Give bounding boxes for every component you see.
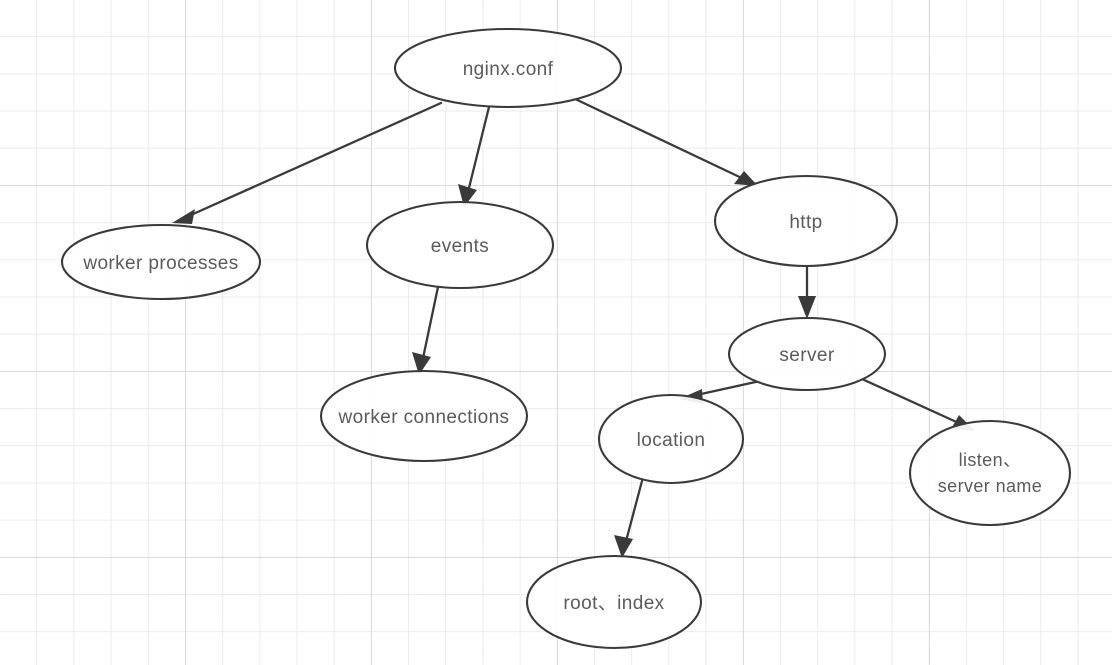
node-label: http [789,212,822,233]
edge-line [465,105,491,198]
edge-line [623,479,644,547]
arrow-head-icon [614,535,633,558]
node-shape [319,369,529,463]
arrow-head-icon [734,171,758,186]
node-nginx-conf[interactable]: nginx.conf [393,27,623,109]
node-label: location [637,430,706,451]
node-listen-server-name[interactable]: listen、 server name [908,419,1072,527]
node-label: server [779,345,834,366]
node-shape [597,393,745,485]
edge-events-to-worker-connections[interactable] [412,285,440,375]
edge-http-to-server[interactable] [798,265,816,319]
node-shape [727,316,887,392]
edge-line [569,95,750,183]
edge-line [860,377,965,427]
node-label: worker connections [338,407,510,428]
node-server[interactable]: server [727,316,887,392]
edge-nginx-conf-to-events[interactable] [458,105,491,207]
node-shape [393,27,623,109]
node-http[interactable]: http [713,174,899,268]
edge-server-to-listen-server-name[interactable] [860,377,975,431]
node-shape [365,200,555,290]
edge-line [690,379,762,398]
node-group: nginx.conf worker processes events http … [60,27,1072,650]
node-shape [713,174,899,268]
node-label: events [431,236,489,257]
node-location[interactable]: location [597,393,745,485]
node-label: root、index [563,593,664,614]
edge-line [420,285,440,365]
node-events[interactable]: events [365,200,555,290]
node-worker-processes[interactable]: worker processes [60,223,262,301]
arrow-head-icon [412,352,431,375]
edge-location-to-root-index[interactable] [614,479,644,558]
node-worker-connections[interactable]: worker connections [319,369,529,463]
node-shape [525,554,703,650]
node-label-line-2: server name [938,476,1042,496]
node-shape [60,223,262,301]
edge-line [180,101,443,221]
node-shape [908,419,1072,527]
node-root-index[interactable]: root、index [525,554,703,650]
node-label-line-1: listen、 [959,450,1022,470]
node-label: worker processes [82,253,238,274]
arrow-head-icon [798,296,816,319]
arrow-head-icon [172,209,195,224]
edge-nginx-conf-to-worker-processes[interactable] [172,101,443,224]
edge-nginx-conf-to-http[interactable] [569,95,758,186]
node-label: nginx.conf [463,59,554,80]
